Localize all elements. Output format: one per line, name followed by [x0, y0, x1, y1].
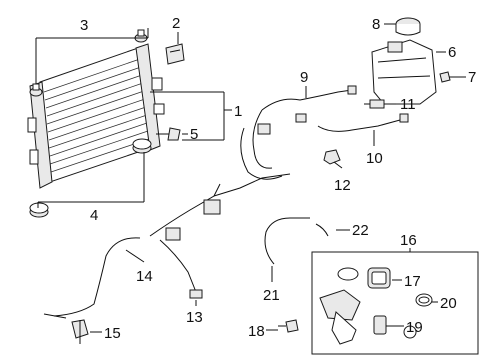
callout-3: 3 [80, 17, 88, 34]
callout-5: 5 [190, 126, 198, 143]
drain-plug [156, 127, 181, 141]
callout-14: 14 [136, 268, 153, 285]
lower-hose [149, 173, 291, 299]
callout-22: 22 [352, 222, 369, 239]
leader-lines [35, 23, 466, 333]
callout-20: 20 [440, 295, 457, 312]
callout-9: 9 [300, 69, 308, 86]
bypass-hose [264, 217, 310, 265]
callout-13: 13 [186, 309, 203, 326]
callout-12: 12 [334, 177, 351, 194]
callout-10: 10 [366, 150, 383, 167]
hose-clamp [71, 319, 89, 344]
bracket [165, 43, 185, 65]
reservoir-cap [395, 17, 421, 36]
callout-15: 15 [104, 325, 121, 342]
mounting-bolt [278, 319, 299, 333]
thermostat [373, 315, 387, 335]
callout-4: 4 [90, 207, 98, 224]
reservoir-hose [240, 85, 357, 180]
radiator [27, 43, 165, 189]
callout-8: 8 [372, 16, 380, 33]
sensor [364, 99, 385, 109]
coolant-reservoir [371, 39, 437, 105]
nut [323, 149, 341, 165]
bolt [439, 71, 458, 83]
callout-21: 21 [263, 287, 280, 304]
gasket [415, 293, 433, 307]
thermostat-housing [319, 267, 417, 345]
lower-mount-insulator [29, 138, 152, 218]
callout-6: 6 [448, 44, 456, 61]
callout-16: 16 [400, 232, 417, 249]
callout-11: 11 [400, 96, 416, 113]
callout-1: 1 [234, 103, 242, 120]
overflow-hose [317, 113, 409, 132]
upper-hose [43, 237, 141, 319]
callout-2: 2 [172, 15, 180, 32]
callout-19: 19 [406, 319, 423, 336]
callout-7: 7 [468, 69, 476, 86]
callout-18: 18 [248, 323, 265, 340]
heater-hose [315, 223, 329, 237]
callout-17: 17 [404, 273, 421, 290]
